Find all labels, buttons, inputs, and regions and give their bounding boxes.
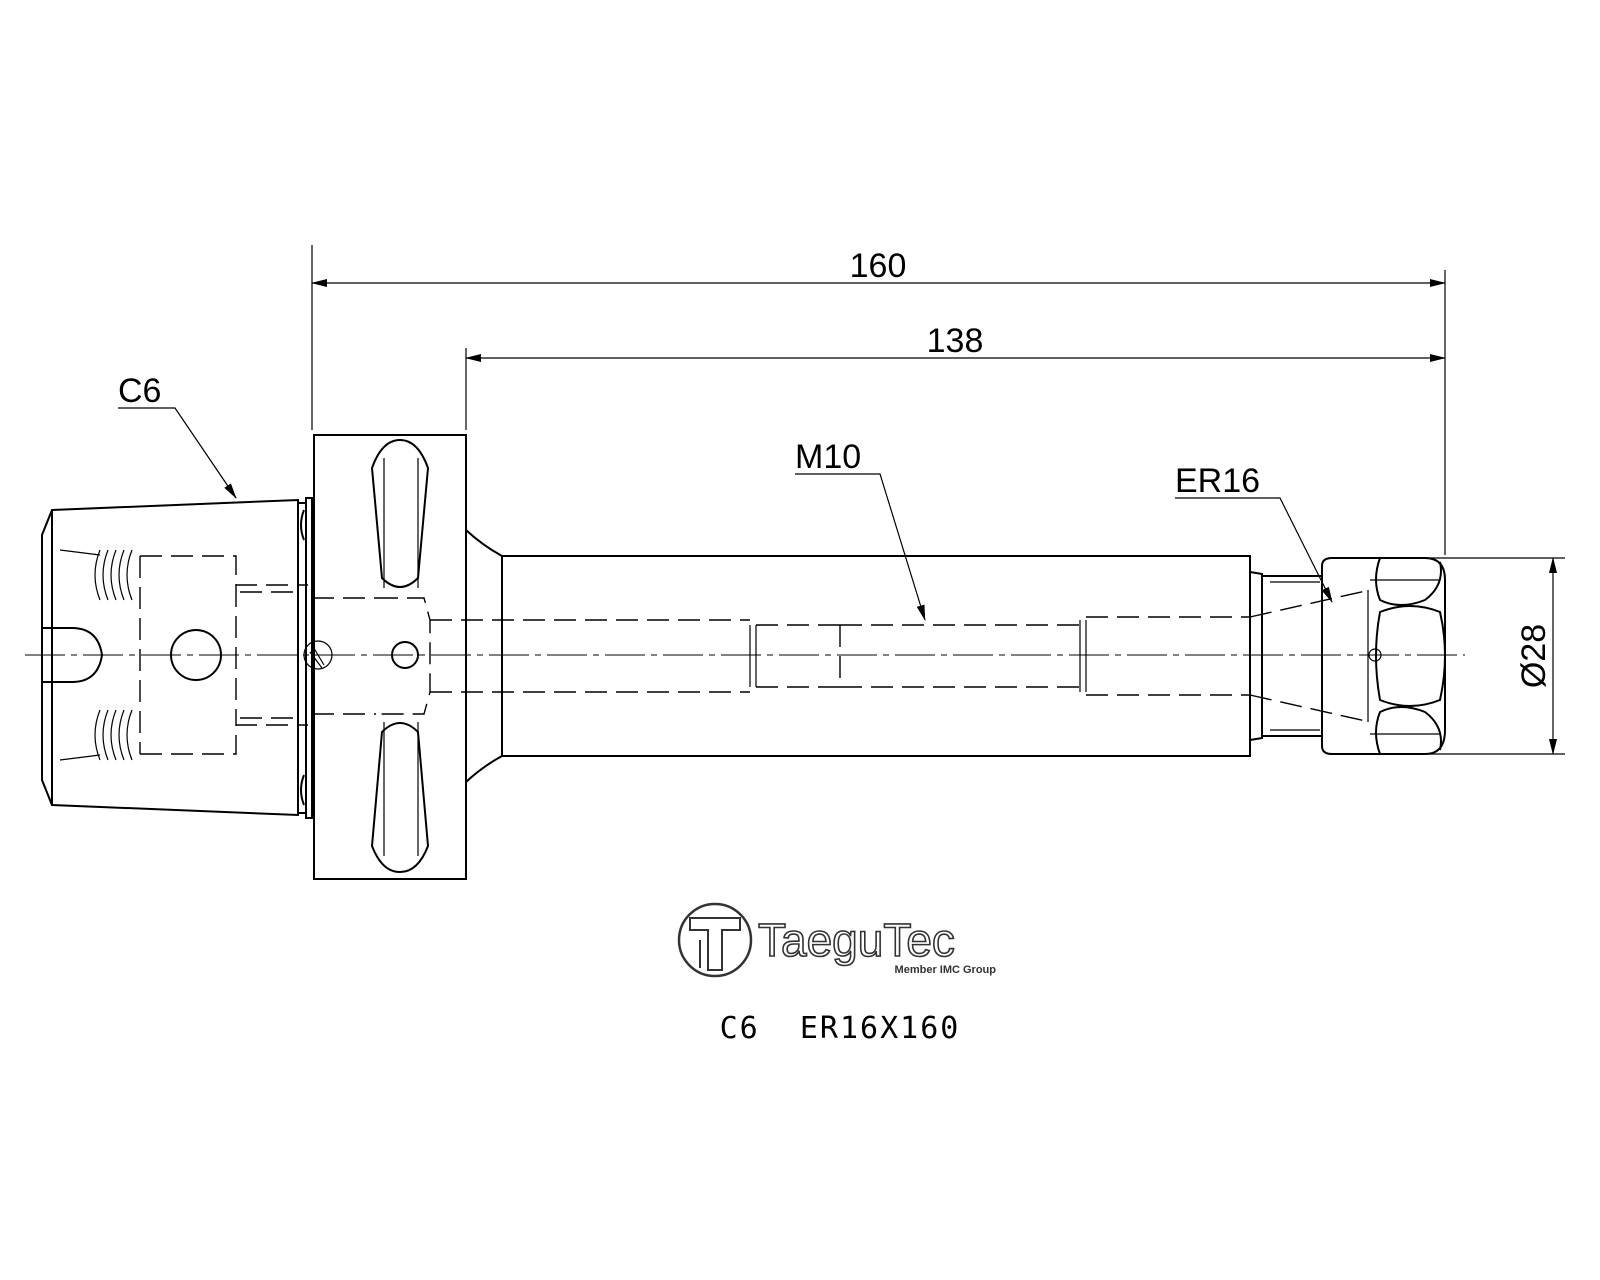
dimension-160: 160 — [311, 245, 1446, 555]
er16-nut — [1249, 557, 1446, 755]
callout-c6: C6 — [118, 372, 237, 499]
dimension-138: 138 — [465, 322, 1446, 430]
flange — [312, 434, 467, 880]
tool-body — [430, 529, 1251, 783]
dimension-138-label: 138 — [927, 322, 984, 360]
dimension-diameter: Ø28 — [1425, 557, 1565, 755]
callout-c6-label: C6 — [118, 372, 161, 410]
logo-name: TaeguTec — [758, 914, 955, 966]
logo-subtitle: Member IMC Group — [895, 964, 997, 976]
taegutec-logo: TaeguTec Member IMC Group — [677, 902, 997, 978]
callout-er16: ER16 — [1175, 462, 1333, 603]
model-caption: C6 ER16X160 — [720, 1011, 961, 1046]
c6-shank — [41, 497, 333, 819]
callout-er16-label: ER16 — [1175, 462, 1260, 500]
dimension-160-label: 160 — [850, 247, 907, 285]
callout-m10-label: M10 — [795, 438, 861, 476]
dimension-diameter-label: Ø28 — [1515, 624, 1553, 688]
callout-m10: M10 — [795, 438, 926, 621]
